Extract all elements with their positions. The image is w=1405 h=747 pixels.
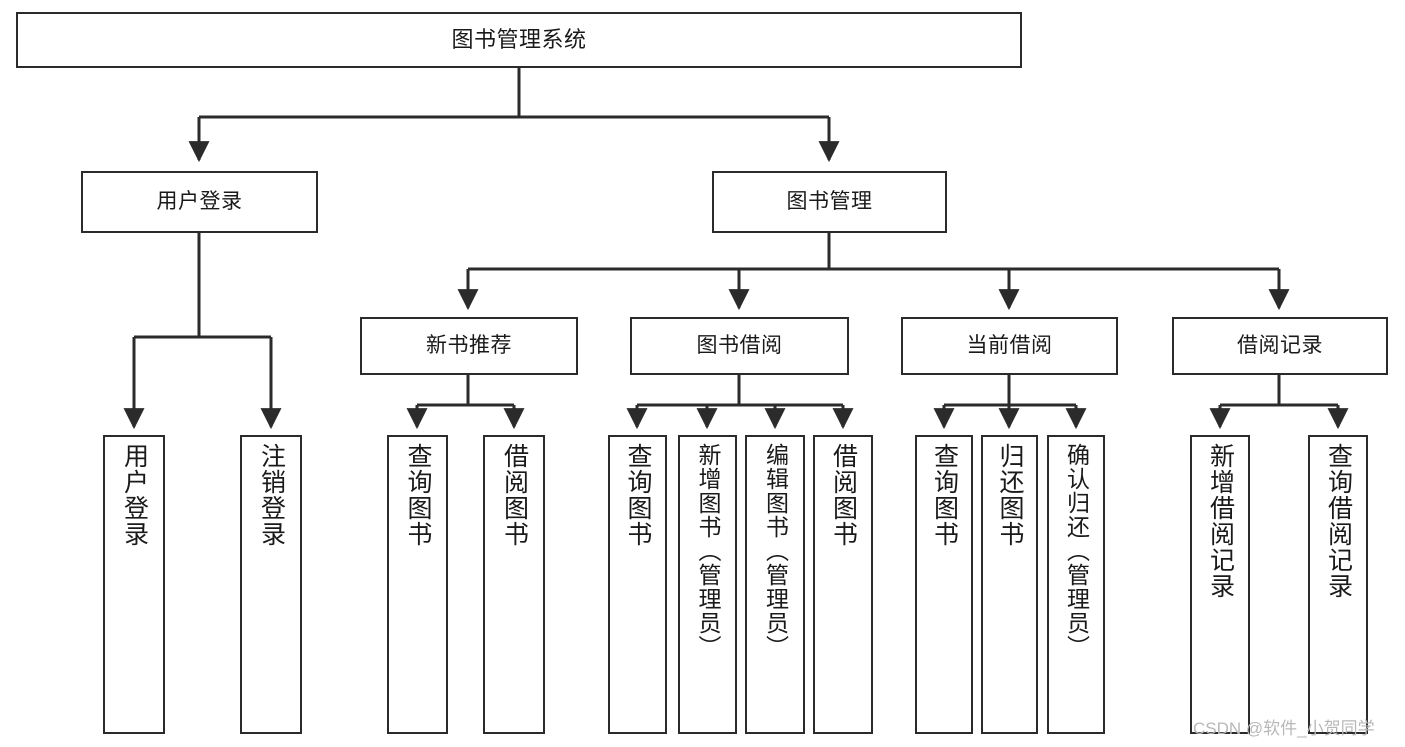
node-leaf-return-book[interactable]: 归还图书	[981, 435, 1038, 734]
node-user-login-label: 用户登录	[156, 189, 243, 213]
node-leaf-user-logout[interactable]: 注销登录	[240, 435, 302, 734]
node-current-borrow-label: 当前借阅	[966, 333, 1053, 357]
node-leaf-add-record-label: 新增借阅记录	[1206, 443, 1235, 599]
node-leaf-query-book-2-label: 查询图书	[624, 443, 652, 547]
node-leaf-confirm-return-label: 确认归还（管理员）	[1063, 443, 1090, 659]
node-book-manage[interactable]: 图书管理	[712, 171, 947, 233]
node-leaf-query-book-1[interactable]: 查询图书	[387, 435, 448, 734]
node-leaf-query-book-2[interactable]: 查询图书	[608, 435, 667, 734]
node-leaf-borrow-book-1[interactable]: 借阅图书	[483, 435, 545, 734]
node-leaf-query-book-3[interactable]: 查询图书	[915, 435, 973, 734]
node-root-label: 图书管理系统	[451, 27, 587, 53]
node-current-borrow[interactable]: 当前借阅	[901, 317, 1118, 375]
csdn-watermark: CSDN @软件_小贺同学	[1193, 719, 1375, 738]
node-book-borrow-label: 图书借阅	[696, 333, 783, 357]
node-new-book-recommend[interactable]: 新书推荐	[360, 317, 578, 375]
node-leaf-user-login[interactable]: 用户登录	[103, 435, 165, 734]
node-borrow-record[interactable]: 借阅记录	[1172, 317, 1388, 375]
node-borrow-record-label: 借阅记录	[1237, 333, 1323, 357]
node-book-manage-label: 图书管理	[786, 189, 873, 213]
node-leaf-confirm-return[interactable]: 确认归还（管理员）	[1047, 435, 1105, 734]
node-leaf-edit-book[interactable]: 编辑图书（管理员）	[745, 435, 805, 734]
node-leaf-borrow-book-2-label: 借阅图书	[829, 443, 858, 547]
node-leaf-borrow-book-1-label: 借阅图书	[500, 443, 529, 547]
node-leaf-query-book-3-label: 查询图书	[930, 443, 959, 547]
node-new-book-recommend-label: 新书推荐	[426, 333, 512, 357]
node-leaf-edit-book-label: 编辑图书（管理员）	[762, 443, 789, 659]
node-leaf-add-record[interactable]: 新增借阅记录	[1190, 435, 1250, 734]
node-leaf-add-book[interactable]: 新增图书（管理员）	[678, 435, 737, 734]
node-leaf-add-book-label: 新增图书（管理员）	[695, 443, 721, 659]
node-leaf-return-book-label: 归还图书	[996, 443, 1024, 547]
node-leaf-user-logout-label: 注销登录	[257, 443, 286, 547]
node-leaf-query-book-1-label: 查询图书	[404, 443, 432, 547]
node-leaf-query-record[interactable]: 查询借阅记录	[1308, 435, 1368, 734]
node-user-login[interactable]: 用户登录	[81, 171, 318, 233]
node-root-system[interactable]: 图书管理系统	[16, 12, 1022, 68]
node-leaf-query-record-label: 查询借阅记录	[1324, 443, 1353, 599]
node-leaf-user-login-label: 用户登录	[120, 443, 149, 547]
node-book-borrow[interactable]: 图书借阅	[630, 317, 849, 375]
node-leaf-borrow-book-2[interactable]: 借阅图书	[813, 435, 873, 734]
